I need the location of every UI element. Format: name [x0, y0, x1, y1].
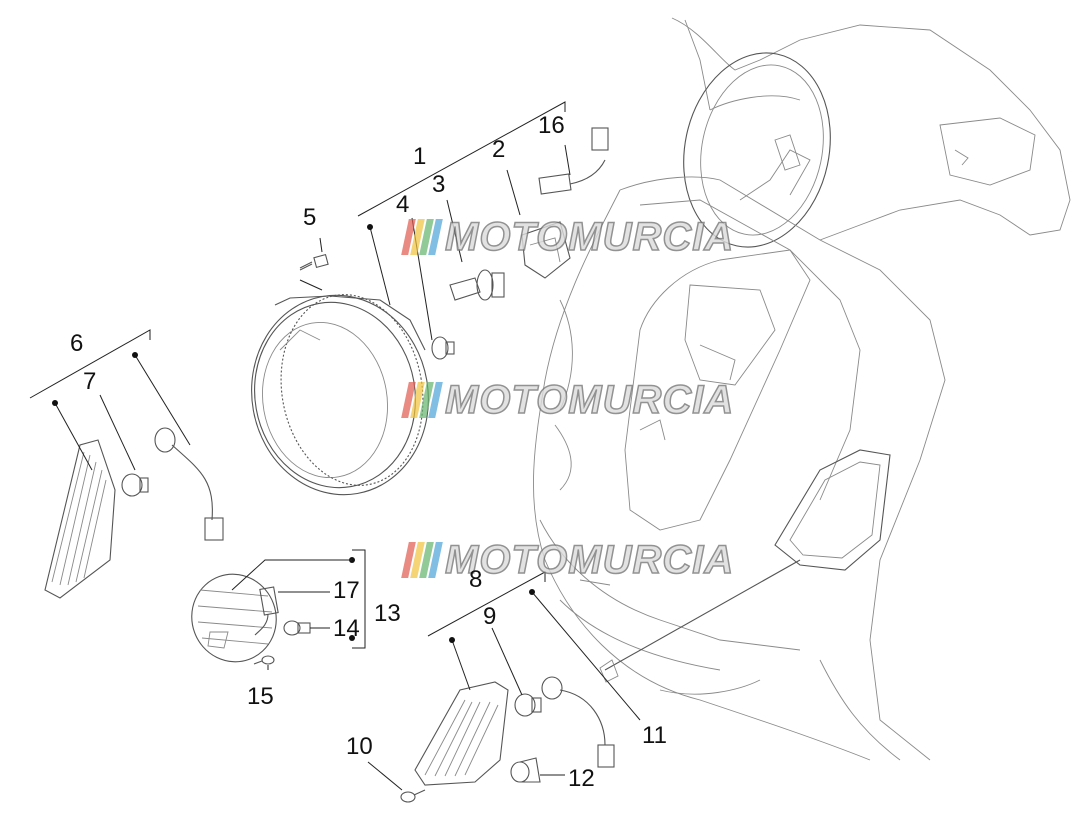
watermark-text: MOTOMURCIA: [444, 214, 735, 260]
callout-6: 6: [70, 330, 84, 357]
callout-13: 13: [374, 600, 401, 627]
front-turn-signal-screw-icon: [400, 789, 426, 803]
headlight-bulb-icon: [449, 269, 505, 301]
leader-lines: [29, 101, 641, 791]
callout-9: 9: [483, 603, 497, 630]
parking-bulb-icon: [431, 336, 455, 360]
callout-4: 4: [396, 191, 410, 218]
callout-15: 15: [247, 683, 274, 710]
headlight-wiring-icon: [538, 127, 609, 195]
rear-turn-signal-bulb-icon: [121, 473, 149, 497]
callout-1: 1: [413, 143, 427, 170]
watermark-stripes: [401, 382, 443, 418]
callout-11: 11: [642, 722, 667, 749]
rear-turn-signal-socket-icon: [154, 427, 224, 541]
front-turn-signal-lens: [414, 681, 509, 786]
callout-10: 10: [346, 733, 373, 760]
scooter-frontshield: [533, 17, 1071, 761]
callout-12: 12: [568, 765, 595, 792]
watermark-text: MOTOMURCIA: [444, 537, 735, 583]
watermark: MOTOMURCIA: [401, 214, 735, 260]
watermark: MOTOMURCIA: [401, 377, 735, 423]
callout-3: 3: [432, 171, 446, 198]
callout-7: 7: [83, 368, 97, 395]
callout-14: 14: [333, 615, 360, 642]
headlight-housing: [251, 294, 429, 496]
front-turn-signal-bulb-icon: [514, 693, 542, 717]
callout-5: 5: [303, 204, 317, 231]
watermark-text: MOTOMURCIA: [444, 377, 735, 423]
headlight-screw-icon: [299, 253, 329, 271]
bulb-socket-icon: [521, 221, 571, 279]
watermark: MOTOMURCIA: [401, 537, 735, 583]
callout-16: 16: [538, 112, 565, 139]
watermark-stripes: [401, 219, 443, 255]
watermark-stripes: [401, 542, 443, 578]
front-turn-signal-socket-icon: [541, 676, 615, 768]
tail-light-lens: [191, 573, 277, 663]
tail-light-screw-icon: [253, 655, 275, 665]
callout-8: 8: [469, 566, 483, 593]
tail-light-bulb-icon: [283, 620, 311, 636]
callout-17: 17: [333, 577, 360, 604]
callout-2: 2: [492, 136, 506, 163]
rear-turn-signal-lens: [44, 439, 116, 599]
rubber-boot-icon: [510, 757, 541, 783]
tail-light-socket-icon: [254, 586, 279, 636]
